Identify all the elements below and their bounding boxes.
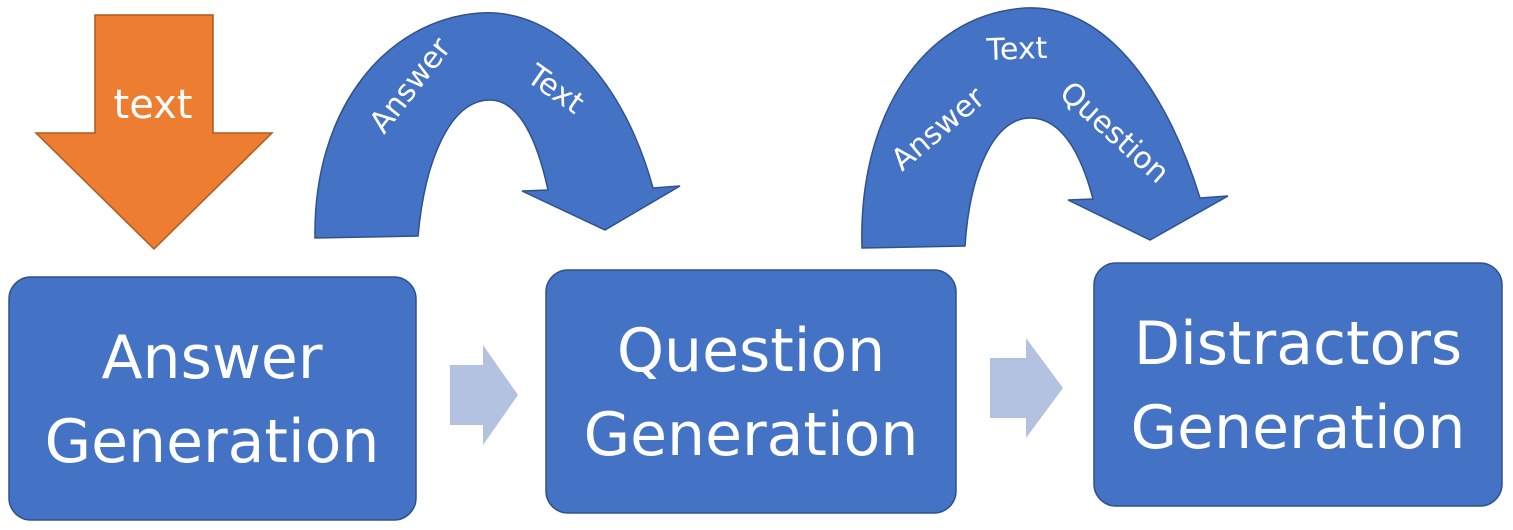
step-box-1-line1: Answer — [102, 323, 323, 393]
input-arrow-label: text — [114, 82, 193, 128]
step-box-3-line2: Generation — [1131, 393, 1466, 463]
step-arrow-2 — [990, 338, 1063, 438]
step-box-3-rect — [1093, 262, 1503, 507]
step-arrow-1 — [450, 345, 518, 445]
step-box-distractors-generation: Distractors Generation — [1093, 262, 1503, 507]
curved-arrow-1: Answer Text — [314, 12, 681, 239]
curved-arrow-2: Answer Text Question — [861, 7, 1229, 249]
curved-arrow-2-shape — [861, 7, 1229, 249]
step-box-answer-generation: Answer Generation — [8, 276, 417, 521]
input-arrow: text — [34, 14, 274, 251]
step-box-1-rect — [8, 276, 417, 521]
curved-arrow-1-shape — [314, 12, 681, 239]
step-box-2-rect — [545, 269, 957, 514]
step-box-3-line1: Distractors — [1134, 309, 1462, 379]
step-box-2-line2: Generation — [584, 400, 919, 470]
step-box-2-line1: Question — [617, 316, 885, 386]
step-box-question-generation: Question Generation — [545, 269, 957, 514]
curved-arrow-2-label-text: Text — [985, 31, 1048, 68]
step-box-1-line2: Generation — [45, 407, 380, 477]
input-arrow-shape — [34, 14, 274, 251]
